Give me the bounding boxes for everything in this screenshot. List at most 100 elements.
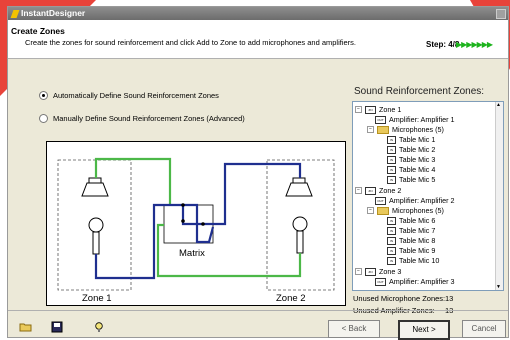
- manual-zones-label: Manually Define Sound Reinforcement Zone…: [53, 114, 245, 123]
- zone-diagram-svg: Matrix Zone 1 Zone 2: [57, 157, 335, 304]
- wizard-header: Create Zones Create the zones for sound …: [8, 20, 508, 59]
- microphone-icon: IN: [387, 155, 396, 164]
- tree-item-mic[interactable]: IN Table Mic 6: [387, 216, 435, 225]
- matrix-connector: [181, 219, 185, 223]
- zone-icon: ZN: [365, 105, 376, 114]
- tree-item-amplifier[interactable]: OUT Amplifier: Amplifier 1: [375, 115, 455, 124]
- collapse-toggle[interactable]: −: [367, 126, 374, 133]
- tree-item-amplifier[interactable]: OUT Amplifier: Amplifier 2: [375, 196, 455, 205]
- auto-zones-label: Automatically Define Sound Reinforcement…: [53, 91, 219, 100]
- tree-item-label: Table Mic 10: [399, 256, 440, 265]
- zone-icon: ZN: [365, 267, 376, 276]
- zone1-mic-wire-blue: [94, 203, 215, 280]
- tree-item-label: Table Mic 2: [399, 145, 436, 154]
- microphone-icon: IN: [387, 175, 396, 184]
- tree-item-mic[interactable]: IN Table Mic 10: [387, 256, 439, 265]
- tree-item-label: Table Mic 7: [399, 226, 436, 235]
- tree-item-label: Table Mic 1: [399, 135, 436, 144]
- unused-mic-zones: Unused Microphone Zones: 13: [353, 294, 453, 303]
- matrix-connector: [201, 222, 205, 226]
- collapse-toggle[interactable]: −: [355, 106, 362, 113]
- zone1-boundary: [57, 159, 132, 291]
- app-title: InstantDesigner: [21, 8, 86, 18]
- microphone-icon: IN: [387, 256, 396, 265]
- tree-item-label: Zone 3: [379, 267, 402, 276]
- zone1-label: Zone 1: [82, 293, 112, 304]
- matrix-label: Matrix: [179, 248, 205, 259]
- tree-item-zone[interactable]: − ZN Zone 2: [355, 186, 401, 195]
- amplifier-icon: OUT: [375, 196, 386, 205]
- tree-item-mic[interactable]: IN Table Mic 7: [387, 226, 435, 235]
- tree-item-zone[interactable]: − ZN Zone 3: [355, 267, 401, 276]
- tree-item-mic-folder[interactable]: − Microphones (5): [367, 125, 444, 134]
- tree-item-label: Amplifier: Amplifier 3: [389, 277, 455, 286]
- collapse-toggle[interactable]: −: [355, 187, 362, 194]
- microphone-icon: IN: [387, 226, 396, 235]
- zones-tree[interactable]: − ZN Zone 1 OUT Amplifier: Amplifier 1 −…: [352, 101, 504, 291]
- zone2-speaker-icon: [285, 182, 313, 197]
- tree-item-mic[interactable]: IN Table Mic 3: [387, 155, 435, 164]
- tree-item-mic[interactable]: IN Table Mic 9: [387, 246, 435, 255]
- tree-item-mic-folder[interactable]: − Microphones (5): [367, 206, 444, 215]
- open-folder-icon[interactable]: [19, 321, 33, 333]
- tree-item-label: Microphones (5): [392, 206, 444, 215]
- tree-item-mic[interactable]: IN Table Mic 5: [387, 175, 435, 184]
- tree-item-label: Table Mic 9: [399, 246, 436, 255]
- zone-icon: ZN: [365, 186, 376, 195]
- tree-item-label: Table Mic 3: [399, 155, 436, 164]
- zone-diagram: Matrix Zone 1 Zone 2: [46, 141, 346, 306]
- page-subtitle: Create the zones for sound reinforcement…: [25, 38, 357, 47]
- zone2-mic-head-icon: [292, 216, 308, 232]
- folder-icon: [377, 206, 389, 215]
- zone1-speaker-icon: [81, 182, 109, 197]
- collapse-toggle[interactable]: −: [367, 207, 374, 214]
- page-title: Create Zones: [11, 26, 65, 36]
- microphone-icon: IN: [387, 216, 396, 225]
- zone1-mic-body: [92, 231, 100, 255]
- window-control-button[interactable]: [496, 9, 506, 19]
- auto-zones-radio[interactable]: [39, 91, 48, 100]
- tree-item-label: Table Mic 4: [399, 165, 436, 174]
- tree-item-label: Table Mic 5: [399, 175, 436, 184]
- zones-panel-title: Sound Reinforcement Zones:: [354, 86, 485, 97]
- tree-item-label: Table Mic 8: [399, 236, 436, 245]
- zone2-speaker-top: [292, 177, 306, 184]
- cancel-button[interactable]: Cancel: [462, 320, 506, 338]
- tree-item-label: Table Mic 6: [399, 216, 436, 225]
- help-bulb-icon[interactable]: [92, 321, 106, 333]
- tree-item-mic[interactable]: IN Table Mic 2: [387, 145, 435, 154]
- next-button[interactable]: Next >: [398, 320, 450, 340]
- tree-scrollbar[interactable]: [495, 102, 503, 290]
- manual-zones-radio[interactable]: [39, 114, 48, 123]
- zone1-mic-head-icon: [88, 217, 104, 233]
- back-button[interactable]: < Back: [328, 320, 380, 338]
- unused-mic-zones-value: 13: [445, 294, 454, 303]
- tree-item-mic[interactable]: IN Table Mic 4: [387, 165, 435, 174]
- tree-item-label: Amplifier: Amplifier 1: [389, 115, 455, 124]
- tree-item-label: Zone 2: [379, 186, 402, 195]
- tree-item-label: Microphones (5): [392, 125, 444, 134]
- step-progress-arrows: ▶▶▶▶▶▶▶: [456, 40, 493, 49]
- auto-zones-option[interactable]: Automatically Define Sound Reinforcement…: [39, 91, 219, 100]
- tree-item-amplifier[interactable]: OUT Amplifier: Amplifier 3: [375, 277, 455, 286]
- tree-item-label: Zone 1: [379, 105, 402, 114]
- tree-item-label: Amplifier: Amplifier 2: [389, 196, 455, 205]
- zone2-boundary: [266, 159, 335, 291]
- collapse-toggle[interactable]: −: [355, 268, 362, 275]
- microphone-icon: IN: [387, 145, 396, 154]
- tree-item-mic[interactable]: IN Table Mic 1: [387, 135, 435, 144]
- app-icon: [10, 9, 20, 18]
- step-indicator: Step: 4/8: [426, 40, 460, 49]
- wizard-window: InstantDesigner Create Zones Create the …: [7, 6, 509, 340]
- tree-item-zone[interactable]: − ZN Zone 1: [355, 105, 401, 114]
- tree-item-mic[interactable]: IN Table Mic 8: [387, 236, 435, 245]
- microphone-icon: IN: [387, 165, 396, 174]
- microphone-icon: IN: [387, 135, 396, 144]
- zone1-speaker-wire-green: [94, 157, 172, 205]
- zone2-mic-wire-green: [156, 223, 302, 278]
- save-icon[interactable]: [50, 321, 64, 333]
- footer-separator: [8, 310, 508, 311]
- amplifier-icon: OUT: [375, 115, 386, 124]
- amplifier-icon: OUT: [375, 277, 386, 286]
- manual-zones-option[interactable]: Manually Define Sound Reinforcement Zone…: [39, 114, 245, 123]
